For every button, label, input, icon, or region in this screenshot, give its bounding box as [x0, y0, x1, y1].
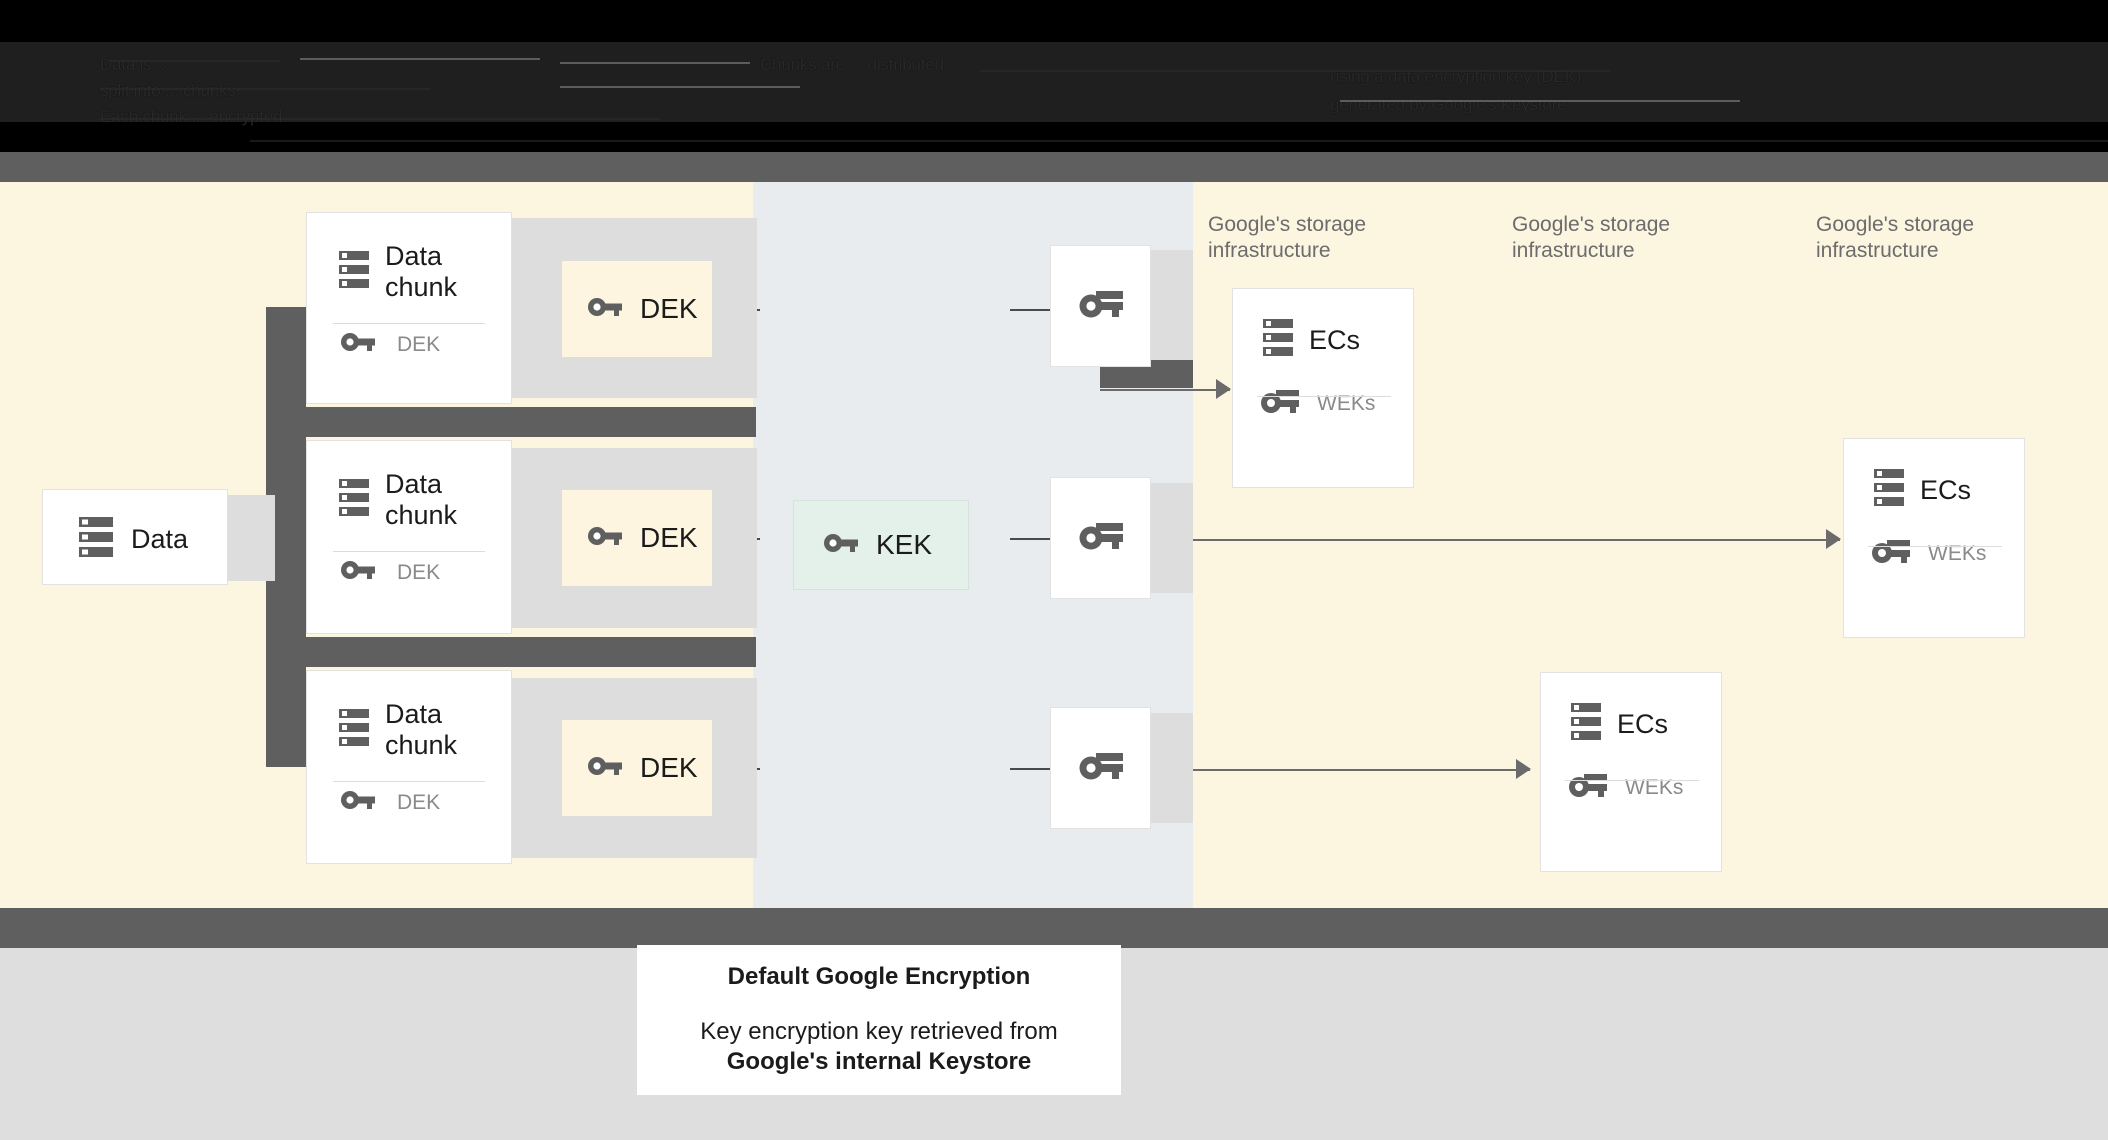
- header-artifact: [980, 70, 1610, 72]
- chunk-card-1[interactable]: Data chunk DEK: [306, 212, 512, 404]
- mask-bar-horizontal-1: [266, 407, 756, 437]
- arrowhead-ec2: [1826, 529, 1841, 549]
- ec-card-1-title: ECs: [1309, 325, 1361, 355]
- header-fragment-2: Each chunk ... encrypted: [100, 107, 283, 126]
- data-card[interactable]: Data: [42, 489, 228, 585]
- chunk-card-2-divider: [333, 551, 485, 552]
- ec-card-3[interactable]: ECs WEKs: [1540, 672, 1722, 872]
- server-icon: [339, 478, 369, 522]
- chunk-card-1-key-label: DEK: [397, 332, 441, 356]
- chunk-card-2[interactable]: Data chunk DEK: [306, 440, 512, 634]
- header-fragment-5: generated by Google's Keystore: [1330, 95, 1567, 114]
- ec-card-2-title: ECs: [1920, 475, 1972, 505]
- key-icon: [1079, 289, 1123, 324]
- ec-card-1-key-label: WEKs: [1317, 391, 1376, 415]
- chunk-card-1-title: Data chunk: [385, 241, 458, 302]
- header-artifact: [560, 86, 800, 88]
- obscured-header-band: Data is ... split into ... chunks Each c…: [0, 0, 2108, 152]
- connector-to-wek3: [1010, 768, 1050, 770]
- mask-bar-horizontal-2: [266, 637, 756, 667]
- key-icon: [824, 532, 858, 559]
- storage-label-3: Google's storage infrastructure: [1816, 213, 1975, 262]
- ec-card-1[interactable]: ECs WEKs: [1232, 288, 1414, 488]
- header-artifact: [100, 88, 430, 90]
- chunk-card-3-divider: [333, 781, 485, 782]
- server-icon: [339, 250, 369, 294]
- chunk-card-1-divider: [333, 323, 485, 324]
- arrow-line-wek3-ec3: [1160, 769, 1530, 771]
- key-icon: [1569, 772, 1607, 803]
- top-gray-band: [0, 152, 2108, 182]
- storage-label-2: Google's storage infrastructure: [1512, 213, 1671, 262]
- header-text-region: [0, 42, 2108, 122]
- arrowhead-ec3: [1516, 759, 1531, 779]
- dek-box-1[interactable]: DEK: [562, 261, 712, 357]
- data-card-label: Data: [131, 524, 189, 554]
- key-icon: [341, 331, 375, 358]
- caption-box: Default Google Encryption Key encryption…: [637, 945, 1121, 1095]
- header-fragment-3: Chunks are ... distributed: [760, 55, 944, 74]
- chunk-card-3-key-label: DEK: [397, 790, 441, 814]
- arrow-line-wek2-ec2: [1160, 539, 1840, 541]
- connector-kek-to-wek2: [1010, 538, 1050, 540]
- key-icon: [341, 789, 375, 816]
- header-artifact: [1340, 100, 1740, 102]
- chunk-card-2-key-label: DEK: [397, 560, 441, 584]
- connector-to-wek1: [1010, 309, 1050, 311]
- header-fragment-4: using a data encryption key (DEK): [1330, 67, 1582, 86]
- server-icon: [1263, 319, 1293, 362]
- dek-box-2[interactable]: DEK: [562, 490, 712, 586]
- header-artifact: [560, 62, 750, 64]
- data-card-shadow: [225, 495, 275, 581]
- kek-box-label: KEK: [876, 529, 933, 560]
- key-icon: [341, 559, 375, 586]
- caption-title: Default Google Encryption: [727, 963, 1031, 990]
- key-icon: [588, 525, 622, 552]
- chunk-card-3-title: Data chunk: [385, 699, 458, 760]
- server-icon: [79, 516, 113, 563]
- ec-card-3-key-label: WEKs: [1625, 775, 1684, 799]
- key-icon: [1079, 521, 1123, 556]
- arrow-line-wek1-ec1: [1100, 389, 1230, 391]
- key-icon: [588, 296, 622, 323]
- caption-body-line1: Key encryption key retrieved from: [700, 1018, 1058, 1045]
- wrapped-key-tile-3[interactable]: [1050, 707, 1151, 829]
- server-icon: [339, 708, 369, 752]
- dek-box-1-label: DEK: [640, 293, 698, 324]
- key-icon: [1261, 388, 1299, 419]
- key-icon: [1872, 538, 1910, 569]
- ec-card-1-divider: [1257, 396, 1391, 397]
- chunk-card-3[interactable]: Data chunk DEK: [306, 670, 512, 864]
- header-artifact: [250, 140, 2108, 142]
- key-icon: [1079, 751, 1123, 786]
- chunk-card-2-title: Data chunk: [385, 469, 458, 530]
- kek-box[interactable]: KEK: [793, 500, 969, 590]
- header-fragment-0: Data is ...: [100, 55, 170, 74]
- ec-card-3-divider: [1565, 780, 1699, 781]
- wrapped-key-tile-2[interactable]: [1050, 477, 1151, 599]
- storage-label-1: Google's storage infrastructure: [1208, 213, 1367, 262]
- header-fragment-1: split into ... chunks: [100, 81, 236, 100]
- key-icon: [588, 755, 622, 782]
- caption-body-line2: Google's internal Keystore: [726, 1048, 1032, 1075]
- wrapped-key-tile-1[interactable]: [1050, 245, 1151, 367]
- arrowhead-ec1: [1216, 379, 1231, 399]
- bottom-gray-band: [0, 908, 2108, 948]
- server-icon: [1874, 469, 1904, 512]
- dek-box-3-label: DEK: [640, 752, 698, 783]
- caption-body: Key encryption key retrieved from Google…: [700, 1017, 1057, 1077]
- dek-box-3[interactable]: DEK: [562, 720, 712, 816]
- ec-card-3-title: ECs: [1617, 709, 1669, 739]
- ec-card-2[interactable]: ECs WEKs: [1843, 438, 2025, 638]
- header-artifact: [100, 118, 660, 120]
- dek-box-2-label: DEK: [640, 522, 698, 553]
- server-icon: [1571, 703, 1601, 746]
- header-artifact: [110, 60, 280, 62]
- header-artifact: [300, 58, 540, 60]
- ec-card-2-divider: [1868, 546, 2002, 547]
- ec-card-2-key-label: WEKs: [1928, 541, 1987, 565]
